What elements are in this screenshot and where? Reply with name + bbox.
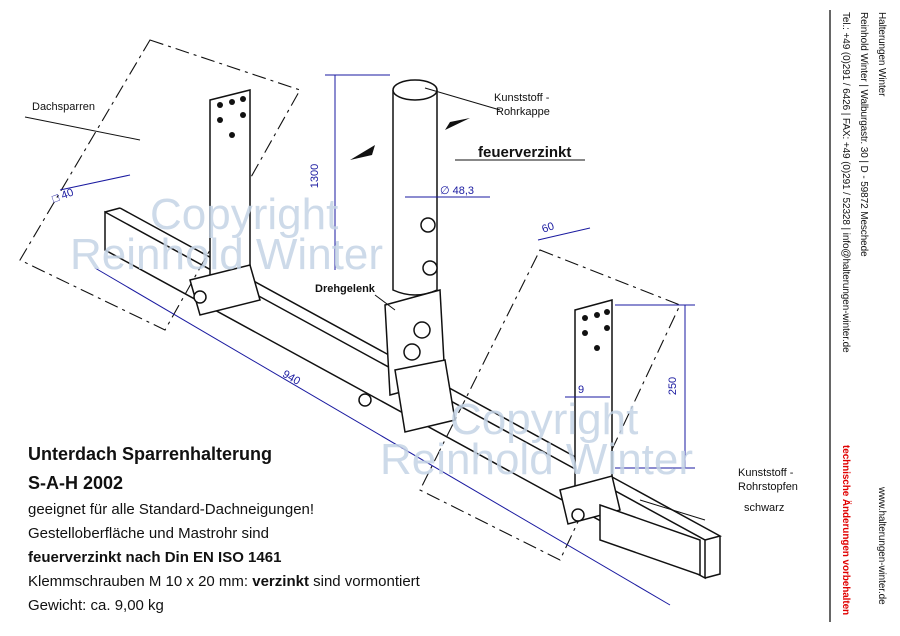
product-model: S-A-H 2002 [28,473,124,493]
divider [829,10,831,622]
website-link[interactable]: www.halterungen-winter.de [876,487,887,605]
desc-line-4a: Klemmschrauben M 10 x 20 mm: [28,573,253,590]
change-notice: technische Änderungen vorbehalten [840,445,851,616]
label-diameter: ∅ 48,3 [440,185,475,197]
label-rohrkappe-1: Kunststoff - [494,92,550,104]
watermark-line2: Reinhold Winter [70,230,384,279]
dim-1300: 1300 [309,163,322,189]
company-address: Reinhold Winter | Walburgastr. 30 | D - … [858,12,869,257]
product-description: Unterdach Sparrenhalterung S-A-H 2002 ge… [28,440,420,618]
desc-line-4: Klemmschrauben M 10 x 20 mm: verzinkt si… [28,570,420,594]
technical-drawing [19,39,723,606]
watermark-line1: Copyright [150,190,339,239]
label-rohrstopfen-1: Kunststoff - [738,467,794,479]
product-title: Unterdach Sparrenhalterung [28,444,273,464]
desc-line-4c: sind vormontiert [308,573,420,590]
desc-line-5: Gewicht: ca. 9,00 kg [28,597,164,614]
desc-line-2: Gestelloberfläche und Mastrohr sind [28,525,269,542]
label-rohrkappe-2: Rohrkappe [496,106,550,118]
desc-line-4b: verzinkt [252,573,309,590]
mast-pipe [392,90,438,296]
label-drehgelenk: Drehgelenk [315,283,375,295]
company-contact: Tel.: +49 (0)291 / 6426 | FAX: +49 (0)29… [840,12,851,353]
dim-9: 9 [578,384,585,396]
desc-line-3: feuerverzinkt nach Din EN ISO 1461 [28,549,282,566]
label-dachsparren: Dachsparren [32,101,95,113]
label-schwarz: schwarz [744,502,785,514]
dim-250: 250 [667,376,680,396]
watermark-line2: Reinhold Winter [380,435,694,484]
company-name: Halterungen Winter [876,12,887,97]
watermark-line1: Copyright [450,395,639,444]
label-rohrstopfen-2: Rohrstopfen [738,481,798,493]
desc-line-1: geeignet für alle Standard-Dachneigungen… [28,501,315,518]
label-feuerverzinkt: feuerverzinkt [478,144,572,161]
